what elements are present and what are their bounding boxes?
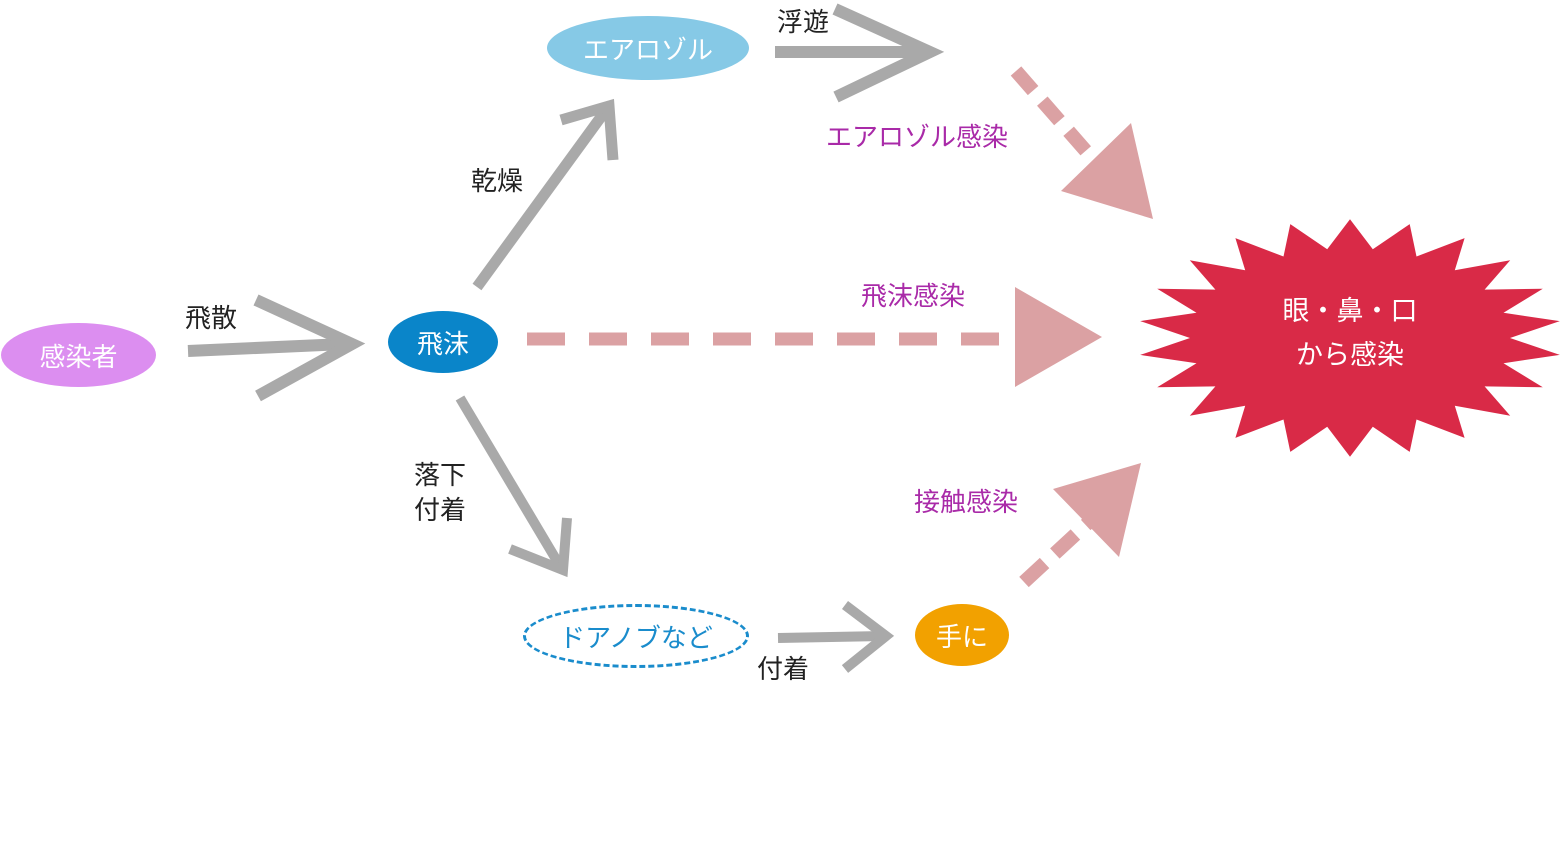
contact-infection-label: 接触感染 xyxy=(914,488,1019,518)
target-line2: から感染 xyxy=(1296,340,1404,371)
target-line1: 眼・鼻・口 xyxy=(1282,296,1418,327)
aerosol-label: エアロゾル xyxy=(582,35,713,66)
infected-person-node: 感染者 xyxy=(1,323,156,387)
droplet-label: 飛沫 xyxy=(416,329,469,360)
scatter-label: 飛散 xyxy=(185,304,238,334)
arrow-scatter xyxy=(187,294,366,402)
doorknob-node: ドアノブなど xyxy=(523,604,749,668)
arrow-attach xyxy=(777,601,895,673)
infected-person-label: 感染者 xyxy=(39,342,118,373)
doorknob-label: ドアノブなど xyxy=(559,623,713,654)
float-label: 浮遊 xyxy=(777,8,830,38)
droplet-infection-label: 飛沫感染 xyxy=(861,282,966,312)
arrow-droplet-infection xyxy=(527,287,1102,387)
target-burst xyxy=(1140,219,1560,457)
arrow-fall xyxy=(455,395,572,578)
arrow-contact-infection xyxy=(1019,463,1141,588)
dry-label: 乾燥 xyxy=(471,167,524,197)
hand-node: 手に xyxy=(915,604,1009,666)
arrow-dry xyxy=(472,98,619,291)
arrow-float xyxy=(775,3,945,103)
target-text: 眼・鼻・口 から感染 xyxy=(1230,290,1470,378)
aerosol-node: エアロゾル xyxy=(547,16,749,80)
droplet-node: 飛沫 xyxy=(388,311,498,373)
fall-label-line2: 付着 xyxy=(414,496,467,526)
aerosol-infection-label: エアロゾル感染 xyxy=(826,123,1009,153)
arrow-aerosol-infection xyxy=(1010,66,1153,219)
fall-label-line1: 落下 xyxy=(414,461,467,491)
attach-label: 付着 xyxy=(757,655,810,685)
hand-label: 手に xyxy=(935,622,988,653)
